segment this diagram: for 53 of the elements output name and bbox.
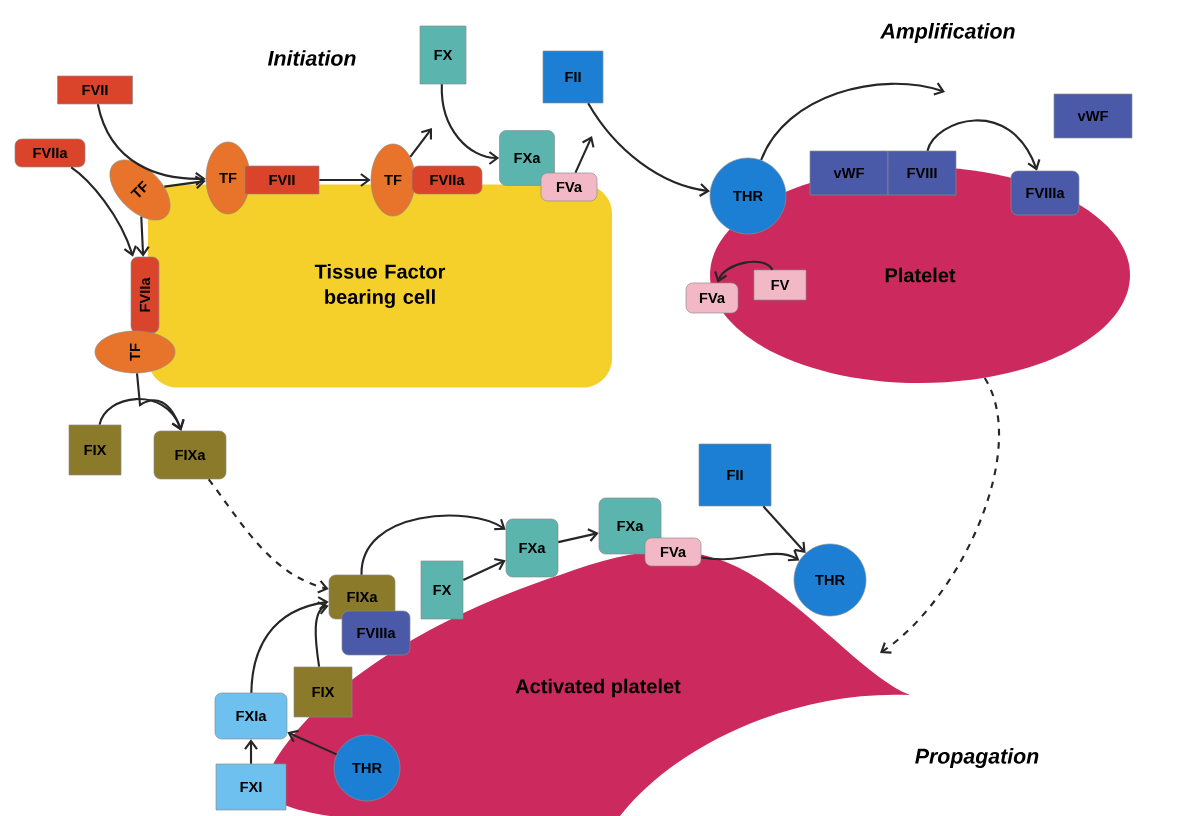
- arrow: [314, 601, 329, 667]
- protein-box: FVII: [57, 75, 133, 105]
- arrow: [250, 596, 329, 693]
- arrow: [98, 398, 185, 431]
- arrow: [558, 528, 599, 544]
- protein-box: FIX: [293, 666, 353, 718]
- arrow: [244, 739, 258, 764]
- protein-box: FXa: [505, 518, 559, 578]
- arrow: [701, 549, 800, 562]
- arrow: [462, 557, 506, 581]
- protein-box: FV: [753, 269, 807, 301]
- arrow: [135, 216, 150, 257]
- arrow: [574, 136, 595, 174]
- protein-box: FII: [542, 50, 604, 104]
- arrow: [360, 514, 506, 575]
- protein-box: FX: [419, 25, 467, 85]
- arrow: [319, 173, 371, 187]
- protein-box: FXa: [598, 497, 662, 555]
- arrow: [70, 166, 137, 257]
- arrow: [760, 82, 945, 161]
- protein-box: FIX: [68, 424, 122, 476]
- protein-box: FXI: [215, 763, 287, 811]
- protein-box: FVa: [644, 537, 702, 567]
- protein-box: FII: [698, 443, 772, 507]
- arrow: [587, 102, 710, 197]
- phase-title: Propagation: [915, 748, 1039, 768]
- protein-box: FVa: [685, 282, 739, 314]
- phase-title: Amplification: [880, 23, 1015, 43]
- protein-box: FXa: [499, 130, 555, 186]
- protein-box: FIXa: [153, 430, 227, 480]
- arrow: [926, 119, 1041, 171]
- protein-box: FVIIa: [130, 256, 160, 334]
- dashed-arrow: [880, 377, 1000, 654]
- arrow: [164, 175, 206, 190]
- protein-box: vWF: [809, 150, 889, 196]
- arrow: [440, 84, 500, 165]
- arrow: [409, 128, 432, 158]
- protein-box: FVa: [540, 172, 598, 202]
- protein-box: FXIa: [214, 692, 288, 740]
- protein-box: FVII: [244, 165, 320, 195]
- dashed-arrow: [207, 478, 329, 594]
- protein-box: FVIIIa: [341, 610, 411, 656]
- arrow: [135, 373, 185, 431]
- arrow: [714, 260, 774, 283]
- protein-box: FVIIa: [411, 165, 483, 195]
- phase-title: Initiation: [267, 50, 356, 66]
- protein-box: vWF: [1053, 93, 1133, 139]
- protein-box: FVIII: [887, 150, 957, 196]
- arrow: [287, 729, 338, 756]
- protein-box: FVIIa: [14, 138, 86, 168]
- protein-box: FX: [420, 560, 464, 620]
- arrow: [96, 104, 206, 186]
- arrow: [762, 505, 806, 554]
